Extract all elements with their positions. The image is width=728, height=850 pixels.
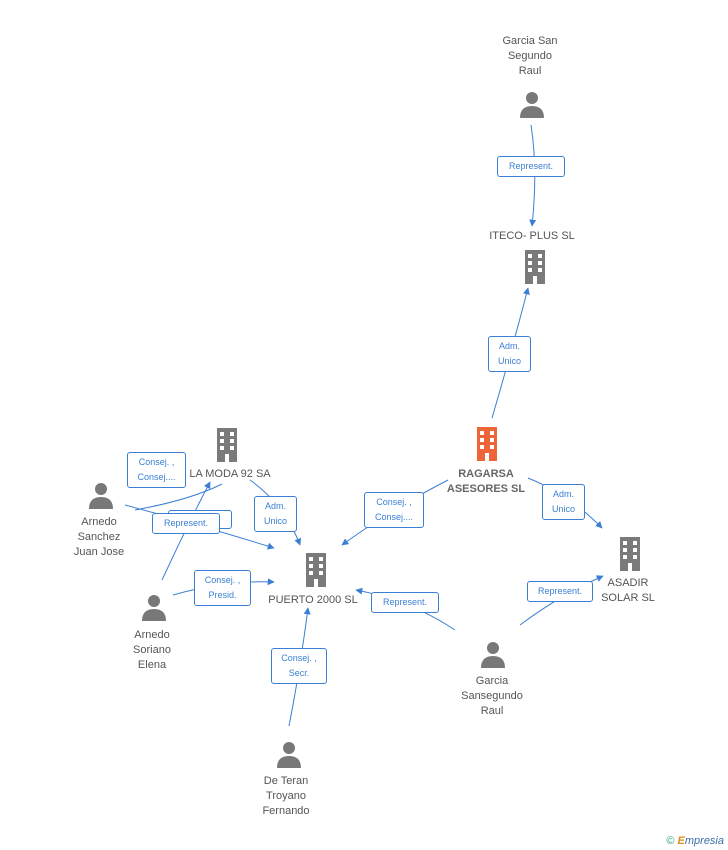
badge-line: Represent. — [382, 597, 428, 607]
badge-line: Unico — [551, 504, 575, 514]
badge-line: Consej.... — [137, 472, 176, 482]
node-de-teran-troyano-fernando[interactable]: De Teran Troyano Fernando — [236, 774, 336, 819]
edge-badge[interactable]: Consej. , Consej.... — [364, 492, 424, 528]
node-label-line: ASADIR — [607, 577, 649, 589]
node-label-line: Soriano — [133, 644, 171, 656]
node-garcia-sansegundo-raul[interactable]: Garcia Sansegundo Raul — [442, 674, 542, 719]
edge-badge[interactable]: Consej. , Presid. — [194, 570, 251, 606]
node-label-line: De Teran — [263, 775, 309, 787]
building-icon — [620, 537, 640, 571]
edge-badge[interactable]: Represent. — [371, 592, 439, 613]
node-label-line: Elena — [137, 659, 167, 671]
edge-badge[interactable]: Represent. — [527, 581, 593, 602]
node-label-line: Arnedo — [81, 516, 117, 528]
badge-line: Consej. , — [204, 575, 241, 585]
edge-badge[interactable]: Consej. , Consej.... — [127, 452, 186, 488]
edge-badge[interactable]: Consej. , Secr. — [271, 648, 327, 684]
node-label-line: Segundo — [507, 50, 553, 62]
node-asadir-solar-sl[interactable]: ASADIR SOLAR SL — [580, 576, 676, 606]
node-label-line: Sanchez — [77, 531, 121, 543]
node-arnedo-sanchez-juan-jose[interactable]: Arnedo Sanchez Juan Jose — [49, 515, 149, 560]
badge-line: Represent. — [537, 586, 583, 596]
node-label-line: Raul — [518, 65, 542, 77]
node-label-line: Troyano — [266, 790, 306, 802]
badge-line: Adm. — [264, 501, 286, 511]
brand-logo-e: E — [677, 835, 685, 847]
node-label-line: Garcia San — [502, 35, 558, 47]
edge-badge[interactable]: Adm. Unico — [542, 484, 585, 520]
building-icon — [306, 553, 326, 587]
copyright-icon: © — [666, 835, 675, 847]
badge-line: Adm. — [552, 489, 574, 499]
edge-arnedo-sanchez-to-la-moda — [134, 483, 223, 511]
badge-line: Unico — [497, 356, 521, 366]
node-label-line: LA MODA 92 SA — [189, 468, 271, 480]
badge-line: Consej. , — [138, 457, 175, 467]
node-label-line: Sansegundo — [461, 690, 523, 702]
person-icon — [277, 742, 301, 768]
brand-logo: © Empresia — [666, 835, 724, 847]
node-garcia-san-segundo-raul[interactable]: Garcia San Segundo Raul — [470, 34, 590, 79]
node-label-line: ITECO- PLUS SL — [489, 230, 575, 242]
badge-line: Unico — [263, 516, 287, 526]
badge-line: Consej. , — [281, 653, 317, 663]
node-arnedo-soriano-elena[interactable]: Arnedo Soriano Elena — [102, 628, 202, 673]
node-label-line: PUERTO 2000 SL — [268, 594, 358, 606]
badge-line: Consej.... — [374, 512, 414, 522]
person-icon — [481, 642, 505, 668]
node-label-line: Juan Jose — [73, 546, 125, 558]
edge-badge[interactable]: Adm. Unico — [254, 496, 297, 532]
edge-badge[interactable]: Adm. Unico — [488, 336, 531, 372]
node-label-line: Fernando — [262, 805, 310, 817]
building-icon — [217, 428, 237, 462]
edge-badge[interactable]: Represent. — [152, 513, 220, 534]
edge-badge[interactable]: Represent. — [497, 156, 565, 177]
node-puerto-2000-sl[interactable]: PUERTO 2000 SL — [253, 593, 373, 608]
person-icon — [520, 92, 544, 118]
node-ragarsa-asesores-sl[interactable]: RAGARSA ASESORES SL — [426, 467, 546, 497]
building-icon — [525, 250, 545, 284]
node-label-line: Garcia — [475, 675, 509, 687]
building-icon — [477, 427, 497, 461]
node-label-line: Raul — [480, 705, 504, 717]
badge-line: Adm. — [498, 341, 520, 351]
node-label-line: SOLAR SL — [601, 592, 655, 604]
badge-line: Represent. — [508, 161, 554, 171]
node-label-line: Arnedo — [134, 629, 170, 641]
badge-line: Represent. — [163, 518, 209, 528]
badge-line: Consej. , — [376, 497, 412, 507]
badge-line: Secr. — [288, 668, 310, 678]
node-label-line: ASESORES SL — [446, 483, 526, 495]
person-icon — [89, 483, 113, 509]
person-icon — [142, 595, 166, 621]
node-la-moda-92-sa[interactable]: LA MODA 92 SA — [170, 467, 290, 482]
badge-line: Presid. — [208, 590, 237, 600]
node-iteco-plus-sl[interactable]: ITECO- PLUS SL — [472, 229, 592, 244]
brand-logo-text: mpresia — [684, 835, 724, 847]
node-label-line: RAGARSA — [458, 468, 514, 480]
